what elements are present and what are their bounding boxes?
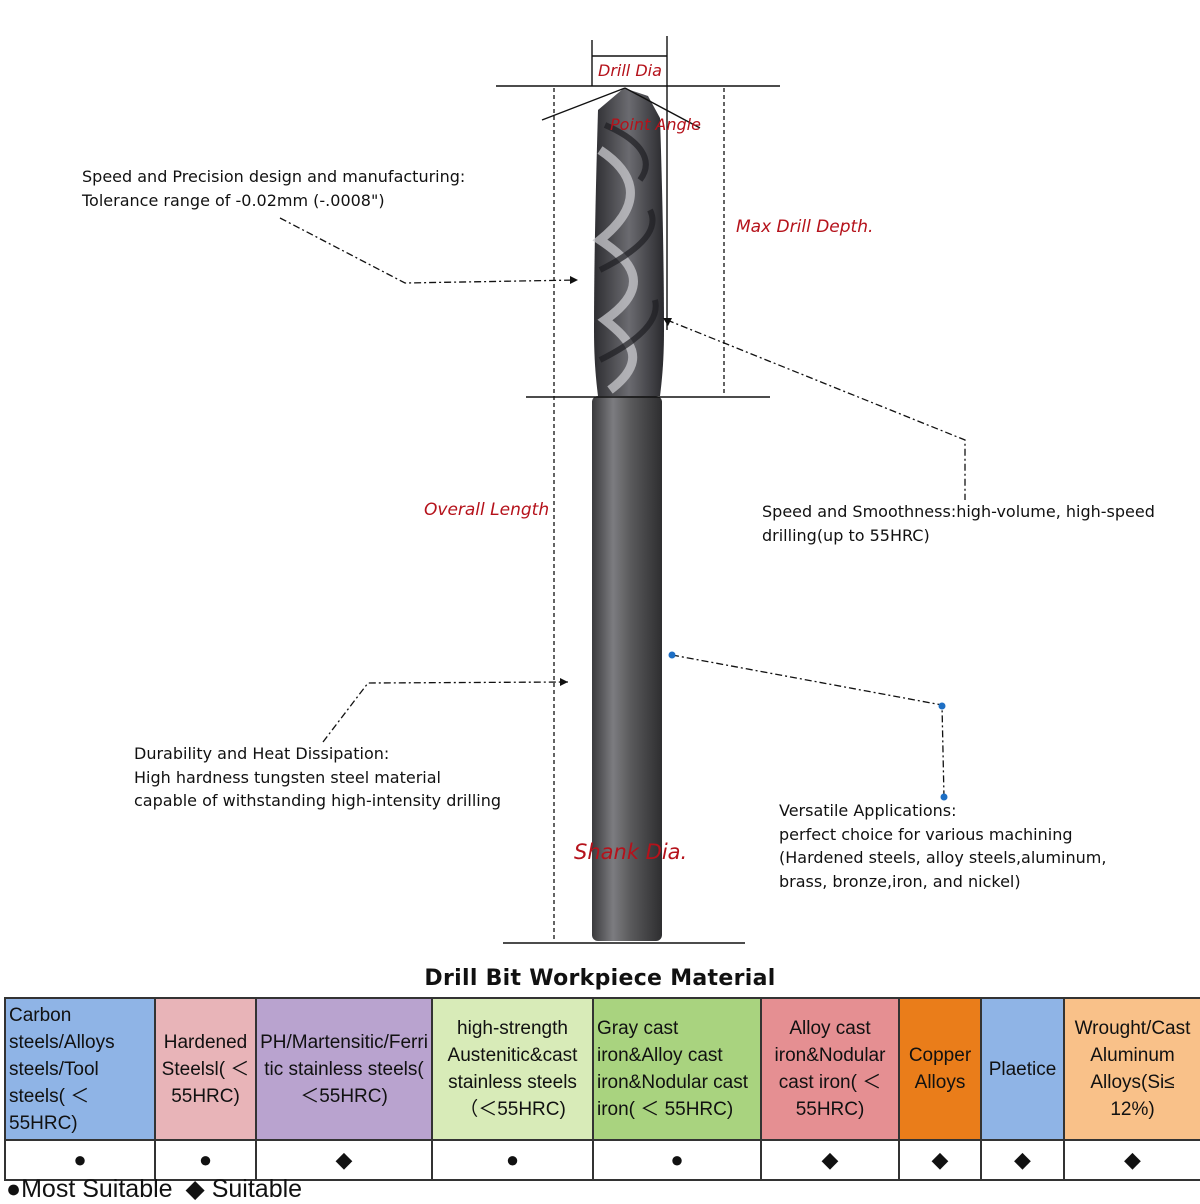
material-cell-austenitic-steels: high-strength Austenitic&cast stainless … (431, 997, 594, 1141)
drill-bit-diagram (279, 36, 966, 944)
suitability-symbol: ● (154, 1139, 257, 1181)
suitability-symbol: ● (592, 1139, 762, 1181)
material-cell-carbon-steels: Carbon steels/Alloys steels/Tool steels(… (4, 997, 156, 1141)
point-angle-line (541, 87, 626, 121)
most-suitable-symbol: ● (6, 1175, 22, 1203)
suitability-symbol: ◆ (898, 1139, 982, 1181)
suitability-symbol: ◆ (980, 1139, 1065, 1181)
note-speed-precision: Speed and Precision design and manufactu… (82, 167, 466, 210)
arrowhead (663, 318, 672, 326)
leader-dot (940, 793, 948, 801)
point-angle-label: Point Angle (610, 115, 701, 134)
material-cell-aluminum-alloys: Wrought/Cast Aluminum Alloys(Si≤ 12%) (1063, 997, 1200, 1141)
max-drill-depth-label: Max Drill Depth. (736, 217, 874, 237)
shank-dia-label: Shank Dia. (574, 840, 688, 864)
suitability-symbol: ◆ (255, 1139, 433, 1181)
overall-length-label: Overall Length (424, 500, 550, 520)
most-suitable-label: Most Suitable (21, 1175, 173, 1203)
suitability-symbol: ● (4, 1139, 156, 1181)
leader-dot (668, 651, 676, 659)
suitability-symbol: ◆ (760, 1139, 900, 1181)
material-cell-hardened-steels: Hardened Steelsl( ＜ 55HRC) (154, 997, 257, 1141)
suitable-symbol: ◆ (185, 1175, 205, 1203)
arrowhead (560, 678, 568, 686)
leader-speed-precision (279, 217, 579, 284)
drill-shank (592, 396, 662, 941)
leader-dot (938, 702, 946, 710)
note-versatile: Versatile Applications: perfect choice f… (779, 801, 1107, 891)
drill-dia-label: Drill Dia (598, 61, 662, 80)
suitability-symbol: ● (431, 1139, 594, 1181)
suitable-label: Suitable (211, 1175, 303, 1203)
material-cell-alloy-cast-iron: Alloy cast iron&Nodular cast iron( ＜ 55H… (760, 997, 900, 1141)
flute-shadow (598, 122, 659, 363)
leader-versatile (671, 654, 945, 799)
leader-durability (322, 681, 569, 743)
material-table: Carbon steels/Alloys steels/Tool steels(… (4, 997, 1200, 1181)
material-cell-copper-alloys: Copper Alloys (898, 997, 982, 1141)
material-cell-stainless-steels: PH/Martensitic/Ferritic stainless steels… (255, 997, 433, 1141)
material-cell-gray-cast-iron: Gray cast iron&Alloy cast iron&Nodular c… (592, 997, 762, 1141)
note-durability: Durability and Heat Dissipation: High ha… (134, 744, 502, 810)
suitability-row: ● ● ◆ ● ● ◆ ◆ ◆ ◆ (4, 1139, 1200, 1181)
material-cell-plastics: Plaetice (980, 997, 1065, 1141)
material-header-row: Carbon steels/Alloys steels/Tool steels(… (4, 997, 1200, 1141)
point-angle-line-2 (624, 87, 701, 129)
leader-speed-smoothness (666, 319, 966, 500)
note-speed-smoothness: Speed and Smoothness:high-volume, high-s… (762, 502, 1155, 545)
legend: ●Most Suitable ◆ Suitable (6, 1174, 302, 1204)
arrowhead (570, 276, 578, 284)
material-table-title: Drill Bit Workpiece Material (424, 966, 776, 991)
flute-highlight (592, 146, 638, 394)
suitability-symbol: ◆ (1063, 1139, 1200, 1181)
